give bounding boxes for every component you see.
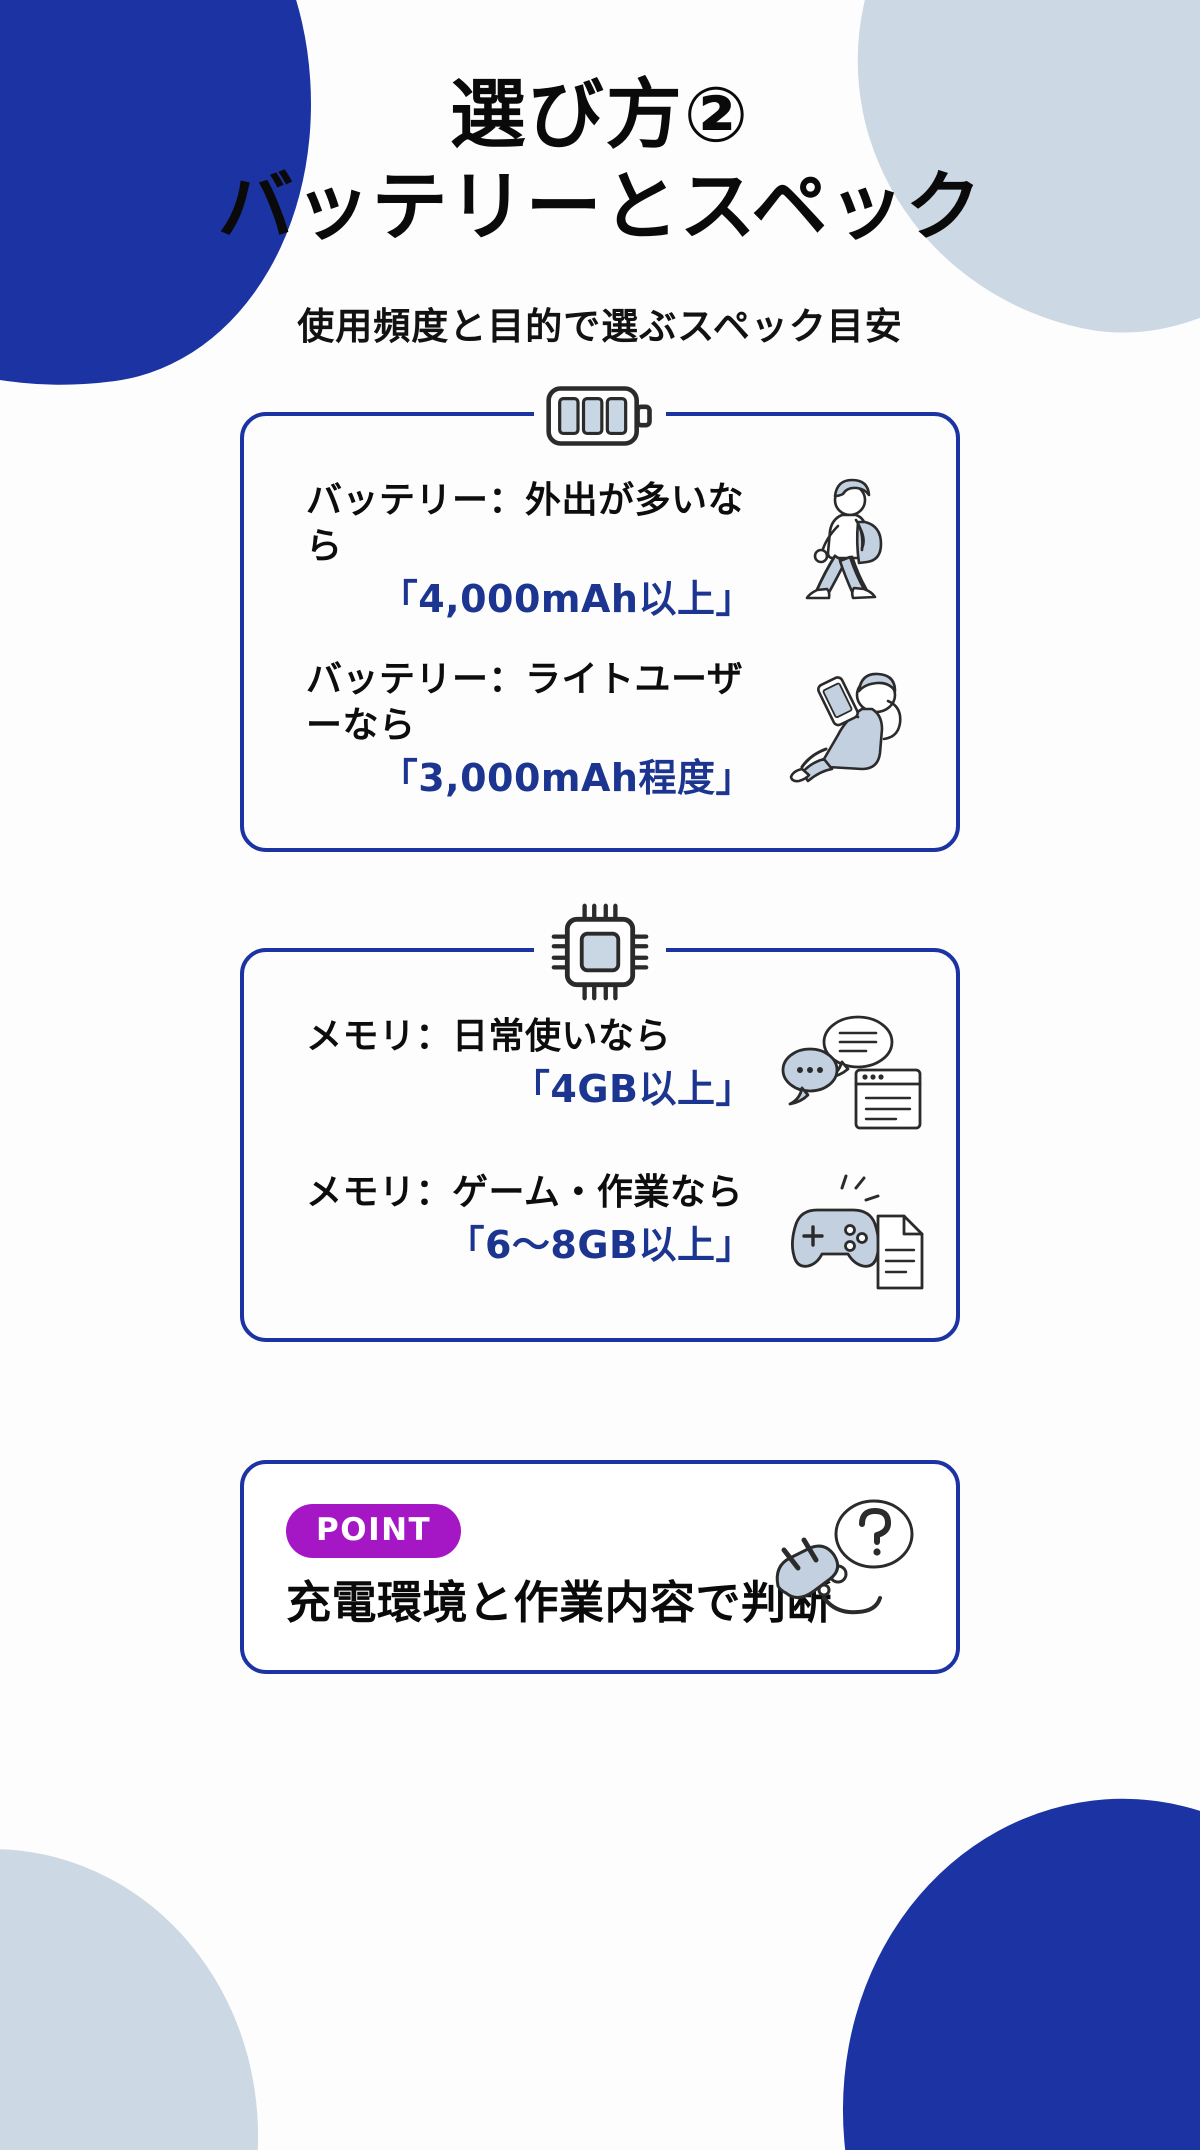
spec-row: バッテリー：ライトユーザーなら 「3,000mAh程度」 [284, 657, 916, 802]
memory-card: メモリ：日常使いなら 「4GB以上」 [240, 904, 960, 1343]
power-plug-with-thought-bubble-illustration [758, 1490, 928, 1640]
memory-card-body: メモリ：日常使いなら 「4GB以上」 [244, 952, 956, 1338]
battery-icon [545, 364, 655, 468]
spec-value: 「4GB以上」 [511, 1067, 754, 1112]
memory-card-block: メモリ：日常使いなら 「4GB以上」 [0, 904, 1200, 1343]
spec-label: バッテリー：ライトユーザーなら [306, 659, 744, 747]
spec-value: 「4,000mAh以上」 [379, 576, 754, 621]
gamepad-and-document-illustration [780, 1164, 930, 1296]
point-card-block: POINT 充電環境と作業内容で判断 [0, 1460, 1200, 1675]
point-card: POINT 充電環境と作業内容で判断 [240, 1460, 960, 1675]
reclining-person-with-phone-illustration [780, 651, 930, 783]
spec-row: バッテリー：外出が多いなら 「4,000mAh以上」 [284, 478, 916, 623]
spec-row: メモリ：日常使いなら 「4GB以上」 [284, 1014, 922, 1136]
battery-card-body: バッテリー：外出が多いなら 「4,000mAh以上」 [244, 416, 956, 849]
spec-value: 「6〜8GB以上」 [446, 1223, 754, 1268]
spec-value: 「3,000mAh程度」 [379, 756, 754, 801]
page-subtitle: 使用頻度と目的で選ぶスペック目安 [297, 304, 903, 348]
chat-bubble-and-browser-window-illustration [780, 1008, 930, 1140]
page-title-line-2: バッテリーとスペック [217, 162, 983, 252]
spec-label: メモリ：日常使いなら [306, 1016, 672, 1058]
spec-row: メモリ：ゲーム・作業なら 「6〜8GB以上」 [284, 1170, 924, 1292]
battery-card: バッテリー：外出が多いなら 「4,000mAh以上」 [240, 386, 960, 853]
walking-person-with-backpack-illustration [780, 472, 930, 604]
spec-label: メモリ：ゲーム・作業なら [306, 1172, 743, 1214]
point-badge: POINT [286, 1504, 462, 1559]
header: 選び方② バッテリーとスペック 使用頻度と目的で選ぶスペック目安 [0, 0, 1200, 350]
spec-label: バッテリー：外出が多いなら [306, 479, 745, 567]
cpu-chip-icon [545, 900, 655, 1004]
page-title-line-1: 選び方② [449, 70, 751, 159]
point-text: 充電環境と作業内容で判断 [286, 1576, 833, 1630]
battery-card-block: バッテリー：外出が多いなら 「4,000mAh以上」 [0, 386, 1200, 853]
